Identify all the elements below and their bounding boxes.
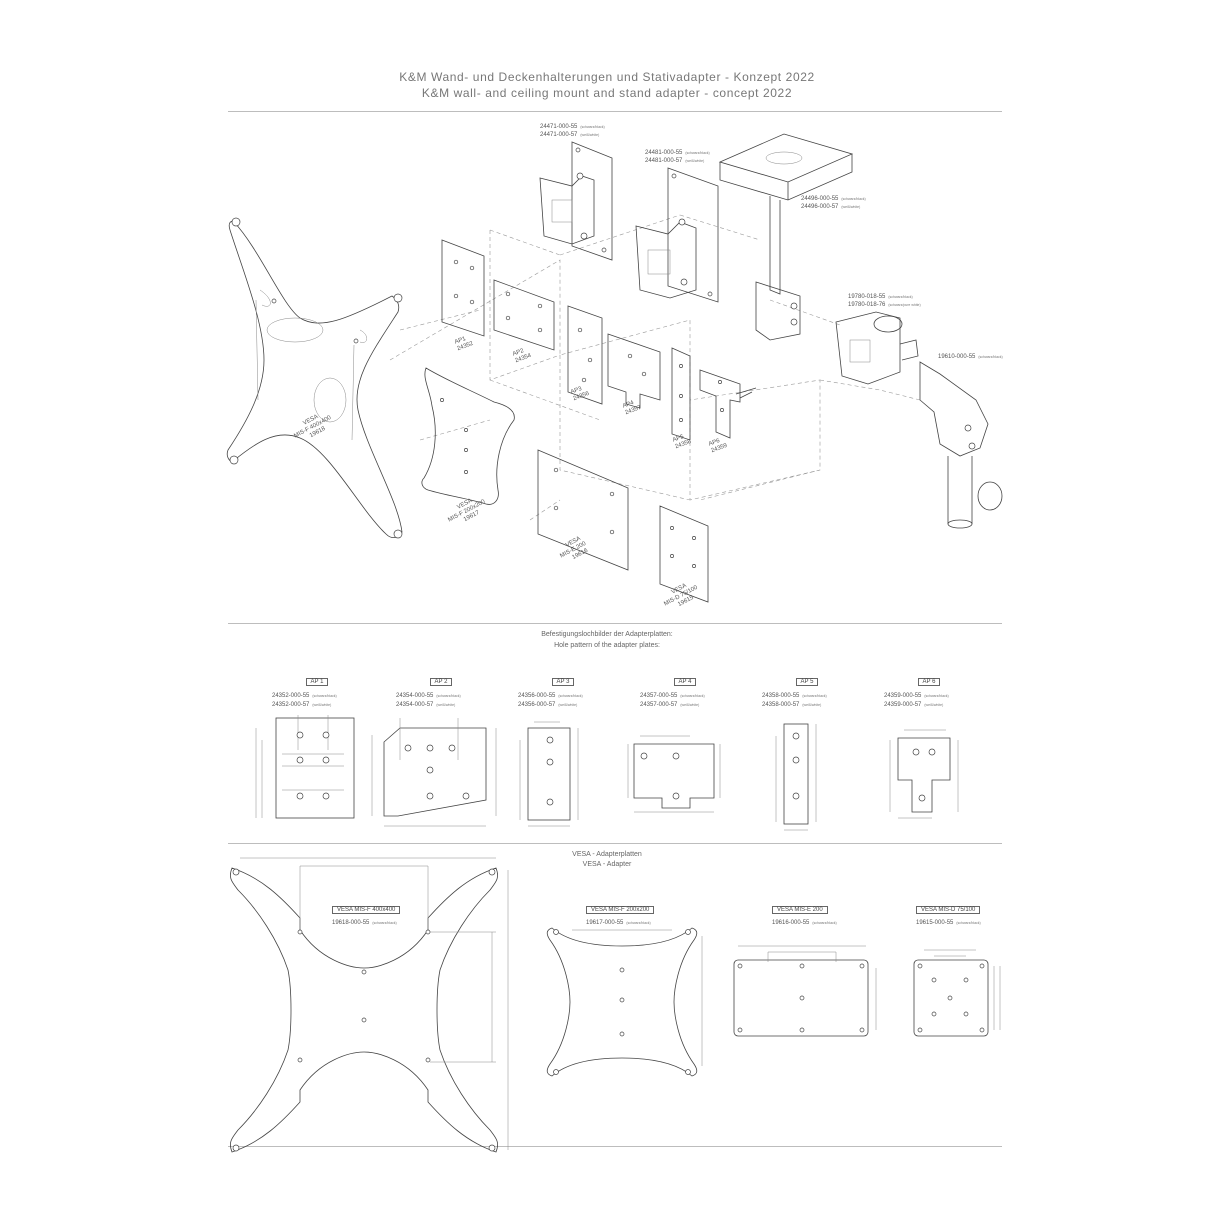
hole-pattern-title-en: Hole pattern of the adapter plates:: [554, 642, 660, 649]
vesa-200-header: VESA MIS-F 200x200 19617-000-55(schwarz/…: [586, 898, 655, 928]
ap3-label: AP 3: [551, 678, 575, 686]
hole-pattern-ap3: [519, 721, 579, 827]
vesa-mis-d-plate-flat: [913, 949, 1001, 1037]
vesa-400-plate-flat: [230, 857, 509, 1153]
ap6-label: AP 6: [917, 678, 941, 686]
title-english: K&M wall- and ceiling mount and stand ad…: [421, 86, 793, 100]
wall-mount-2-code-b: 24481-000-57(weiß/white): [645, 158, 705, 164]
divider-lower: [228, 843, 1002, 844]
vesa-e-header: VESA MIS-E 200 19616-000-55(schwarz/blac…: [772, 906, 837, 926]
adapter-plates-iso: [441, 239, 757, 441]
vesa-title-de: VESA - Adapterplatten: [572, 851, 642, 858]
hole-pattern-ap2: [371, 718, 497, 827]
ap1-label: AP 1: [305, 678, 329, 686]
vesa-d-label: VESA MIS-D 75/100: [916, 906, 981, 914]
stand-adapter-2-iso: [919, 361, 1003, 529]
vesa-200-plate-iso: [421, 367, 515, 505]
ceiling-mount-code-b: 24496-000-57(weiß/white): [801, 204, 861, 210]
hole-pattern-ap6: [889, 729, 959, 819]
stand-adapter-2-code: 19610-000-55(schwarz/black): [938, 354, 1003, 360]
vesa-title-en: VESA - Adapter: [582, 861, 632, 868]
vesa-400-header: VESA MIS-F 400x400 19618-000-55(schwarz/…: [332, 898, 401, 928]
divider-bottom: [228, 1146, 1002, 1147]
hole-pattern-ap1-header: AP 1 24352-000-55(schwarz/black) 24352-0…: [272, 678, 337, 708]
ap5-label: AP 5: [795, 678, 819, 686]
vesa-e-label: VESA MIS-E 200: [772, 906, 828, 914]
hole-pattern-ap4: [627, 735, 721, 813]
vesa-400-label: VESA MIS-F 400x400: [332, 906, 401, 914]
vesa-mis-e-plate-flat: [733, 945, 877, 1037]
hole-pattern-ap6-header: AP 6 24359-000-55(schwarz/black) 24359-0…: [884, 678, 949, 708]
vesa-mis-d-plate-iso: [659, 505, 709, 603]
hole-pattern-ap5: [775, 723, 817, 831]
vesa-mis-e-plate-iso: [537, 449, 629, 571]
ceiling-mount-code-a: 24496-000-55(schwarz/black): [801, 196, 866, 202]
hole-pattern-ap2-header: AP 2 24354-000-55(schwarz/black) 24354-0…: [396, 678, 461, 708]
stand-adapter-1-iso: [835, 311, 919, 385]
divider-top: [228, 111, 1002, 112]
construction-lines: [389, 214, 921, 521]
vesa-200-label: VESA MIS-F 200x200: [586, 906, 655, 914]
ap2-label: AP 2: [429, 678, 453, 686]
wall-mount-2-iso: [635, 167, 719, 303]
hole-pattern-ap1: [255, 715, 355, 819]
wall-mount-1-code-b: 24471-000-57(weiß/white): [540, 132, 600, 138]
hole-pattern-ap5-header: AP 5 24358-000-55(schwarz/black) 24358-0…: [762, 678, 827, 708]
ap4-label: AP 4: [673, 678, 697, 686]
wall-mount-1-iso: [539, 141, 613, 261]
wall-mount-1-code-a: 24471-000-55(schwarz/black): [540, 124, 605, 130]
stand-adapter-code-b: 19780-018-76(schwarz/pure white): [848, 302, 921, 308]
hole-pattern-title-de: Befestigungslochbilder der Adapterplatte…: [541, 631, 673, 638]
vesa-400-plate-iso: [226, 217, 403, 539]
wall-mount-2-code-a: 24481-000-55(schwarz/black): [645, 150, 710, 156]
hole-pattern-ap3-header: AP 3 24356-000-55(schwarz/black) 24356-0…: [518, 678, 583, 708]
title-german: K&M Wand- und Deckenhalterungen und Stat…: [399, 70, 815, 84]
vesa-d-header: VESA MIS-D 75/100 19615-000-55(schwarz/b…: [916, 906, 981, 926]
ceiling-mount-iso: [718, 133, 854, 341]
hole-pattern-ap4-header: AP 4 24357-000-55(schwarz/black) 24357-0…: [640, 678, 705, 708]
vesa-200-plate-flat: [546, 927, 703, 1077]
divider-mid: [228, 623, 1002, 624]
stand-adapter-code-a: 19780-018-55(schwarz/black): [848, 294, 913, 300]
